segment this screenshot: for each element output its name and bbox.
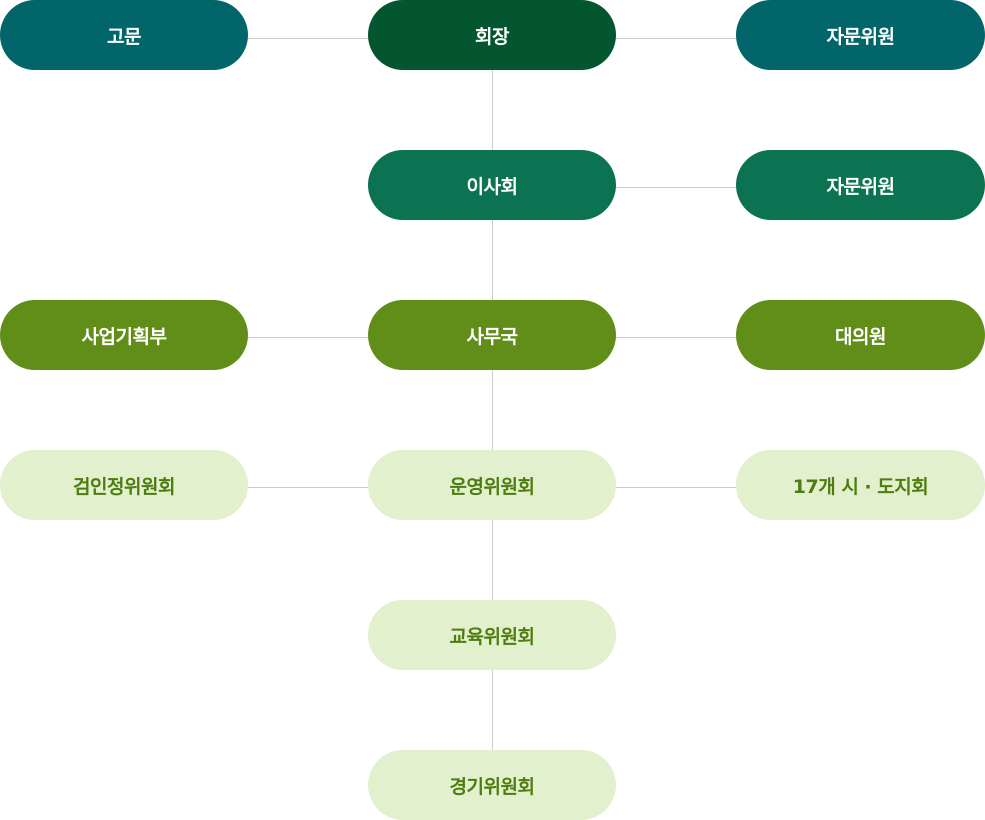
node-delegates[interactable]: 대의원	[736, 300, 985, 370]
node-operations-committee[interactable]: 운영위원회	[368, 450, 616, 520]
node-business-planning[interactable]: 사업기획부	[0, 300, 248, 370]
connector-vertical-main	[492, 70, 493, 750]
node-education-committee[interactable]: 교육위원회	[368, 600, 616, 670]
node-competition-committee[interactable]: 경기위원회	[368, 750, 616, 820]
node-president[interactable]: 회장	[368, 0, 616, 70]
node-secretariat[interactable]: 사무국	[368, 300, 616, 370]
node-regional-branches[interactable]: 17개 시 · 도지회	[736, 450, 985, 520]
node-advisory-committee-2[interactable]: 자문위원	[736, 150, 985, 220]
node-advisory-committee-1[interactable]: 자문위원	[736, 0, 985, 70]
node-board-of-directors[interactable]: 이사회	[368, 150, 616, 220]
node-certification-committee[interactable]: 검인정위원회	[0, 450, 248, 520]
connector-row2	[616, 187, 736, 188]
node-advisor[interactable]: 고문	[0, 0, 248, 70]
